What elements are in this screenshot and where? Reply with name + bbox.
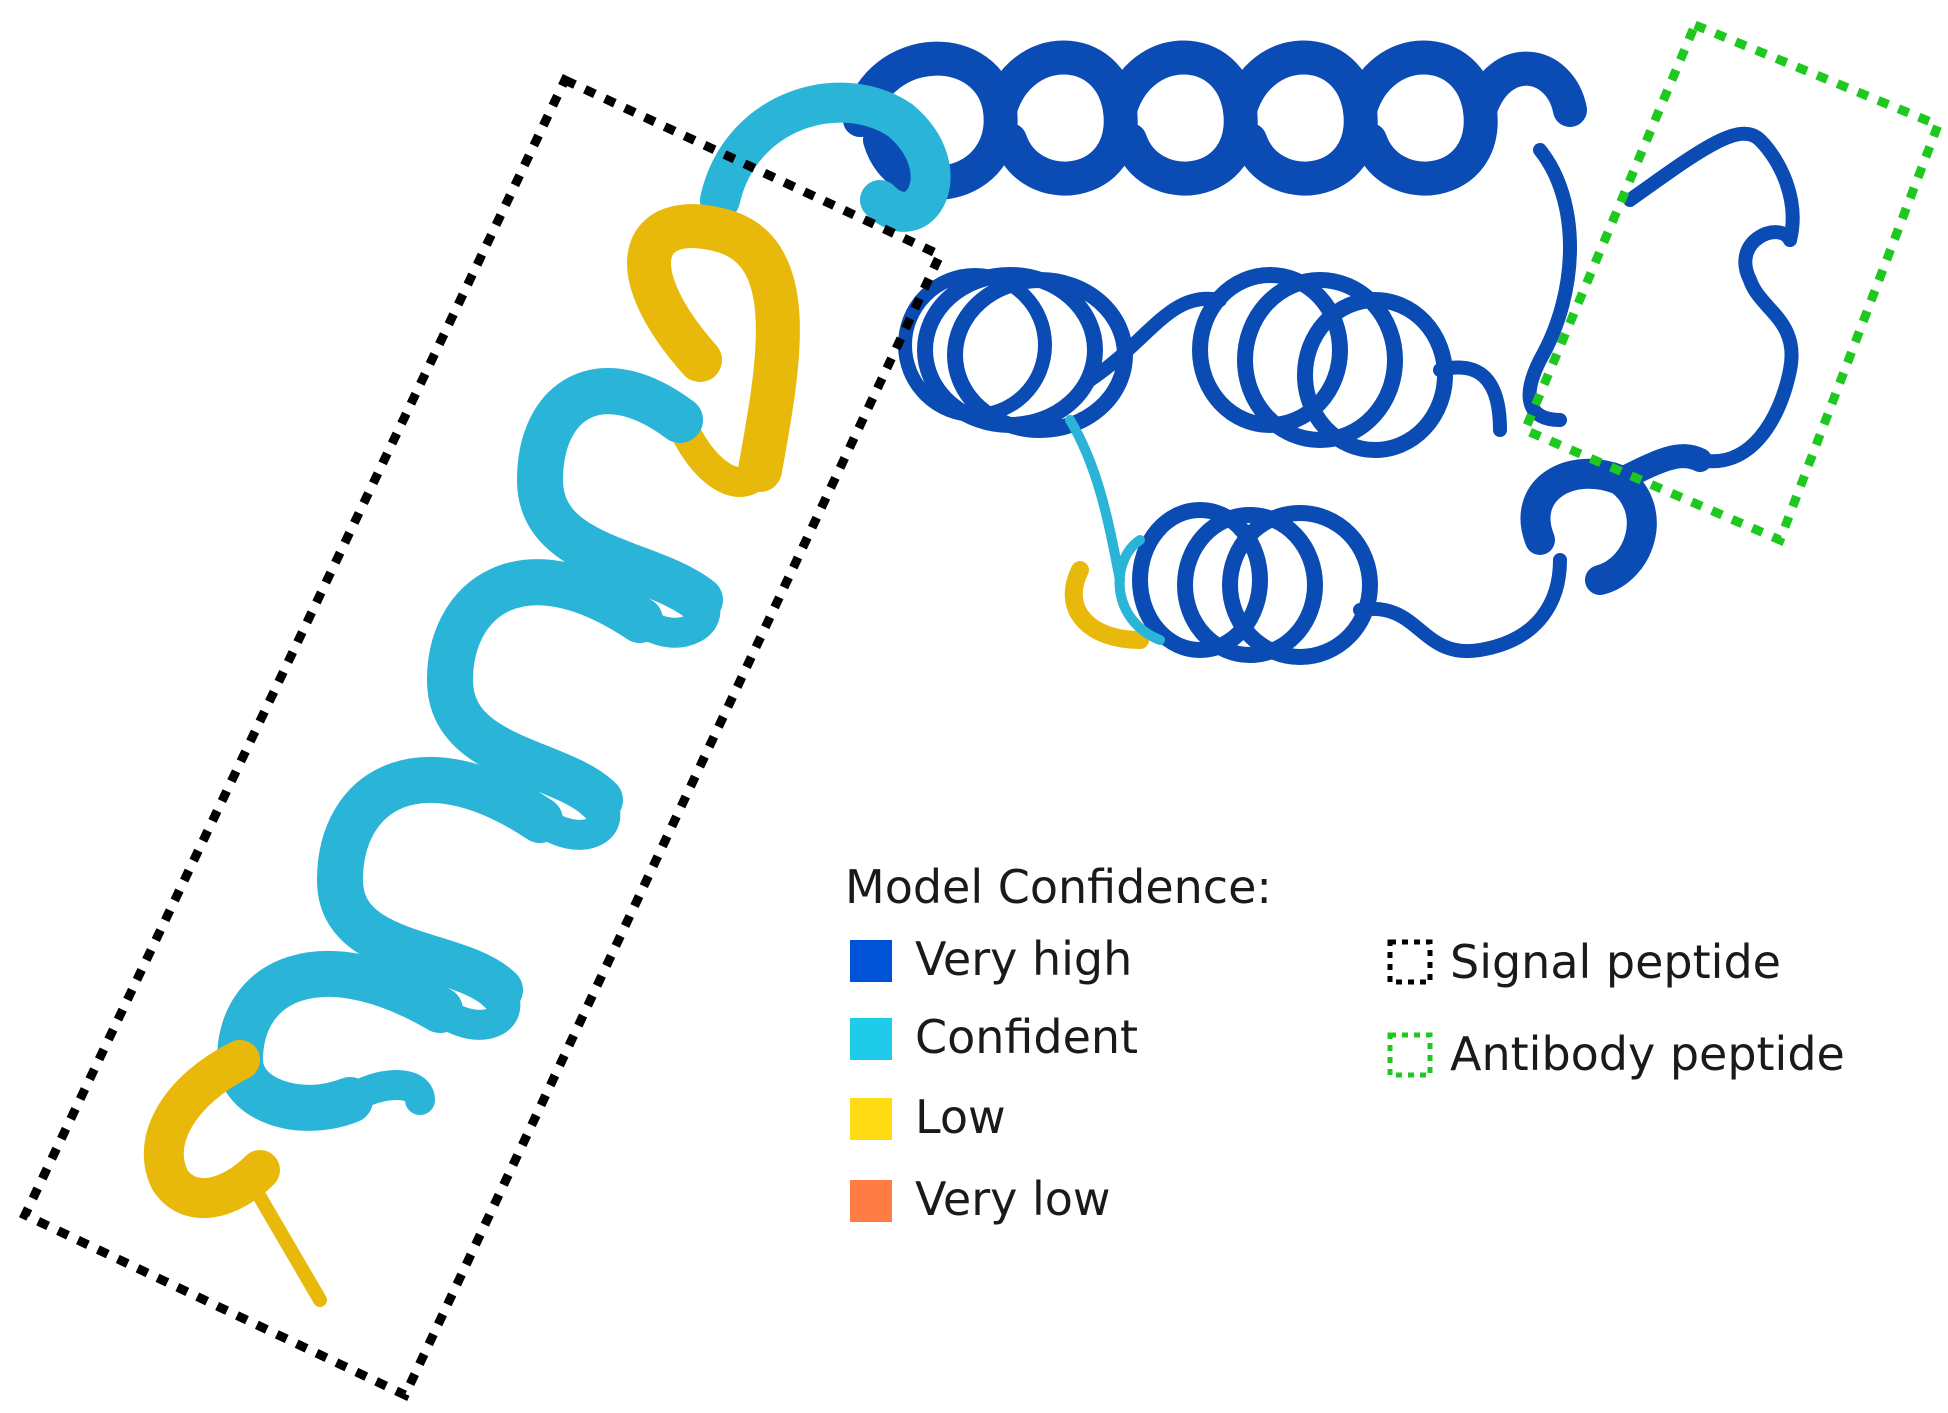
signal-peptide-region-box — [18, 74, 946, 1402]
legend-label-low: Low — [915, 1090, 1006, 1144]
legend-swatch-antibody-peptide — [1387, 1032, 1433, 1078]
helix-lower-very-high — [1132, 126, 1800, 665]
legend-label-very-low: Very low — [915, 1172, 1111, 1226]
legend: Model Confidence: Very high Confident Lo… — [845, 860, 1845, 1226]
legend-item-antibody-peptide: Antibody peptide — [1387, 1027, 1845, 1081]
antibody-peptide-region-box — [1519, 19, 1944, 546]
legend-swatch-low — [850, 1098, 892, 1140]
helix-joint-confident — [700, 82, 951, 232]
legend-swatch-confident — [850, 1018, 892, 1060]
legend-label-antibody-peptide: Antibody peptide — [1450, 1027, 1845, 1081]
lower-helix-confident-segment — [1114, 535, 1165, 645]
legend-item-signal-peptide: Signal peptide — [1387, 935, 1781, 989]
protein-ribbon-structure — [143, 40, 1800, 1307]
legend-item-very-high: Very high — [850, 932, 1132, 986]
legend-label-confident: Confident — [915, 1010, 1138, 1064]
legend-swatch-very-high — [850, 940, 892, 982]
legend-label-very-high: Very high — [915, 932, 1132, 986]
helix-middle-very-high — [898, 267, 1507, 458]
helix-signal-peptide — [143, 204, 800, 1307]
legend-label-signal-peptide: Signal peptide — [1450, 935, 1781, 989]
legend-item-very-low: Very low — [850, 1172, 1111, 1226]
legend-swatch-very-low — [850, 1180, 892, 1222]
lower-helix-low-segment — [1064, 561, 1149, 649]
legend-title: Model Confidence: — [845, 860, 1272, 914]
legend-item-low: Low — [850, 1090, 1006, 1144]
legend-item-confident: Confident — [850, 1010, 1138, 1064]
legend-swatch-signal-peptide — [1387, 939, 1433, 985]
loop-confident-connector — [1065, 415, 1125, 585]
